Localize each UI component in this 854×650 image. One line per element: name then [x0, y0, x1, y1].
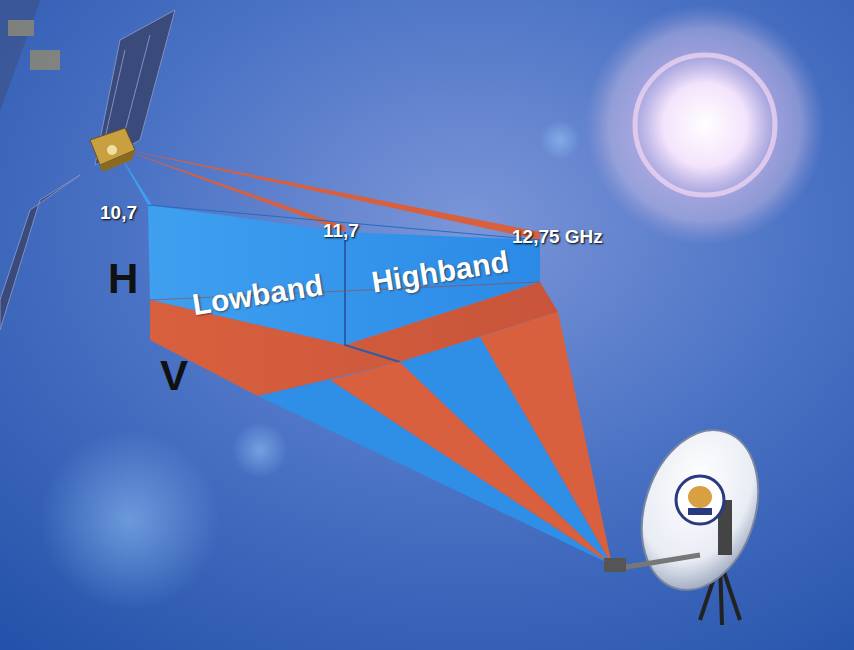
polarisation-letter: H — [108, 255, 138, 303]
frequency-value: 12,75 GHz — [512, 226, 603, 248]
frequency-value: 11,7 — [323, 220, 359, 242]
frequency-value: 10,7 — [100, 202, 137, 224]
polarisation-letter: V — [160, 352, 188, 400]
